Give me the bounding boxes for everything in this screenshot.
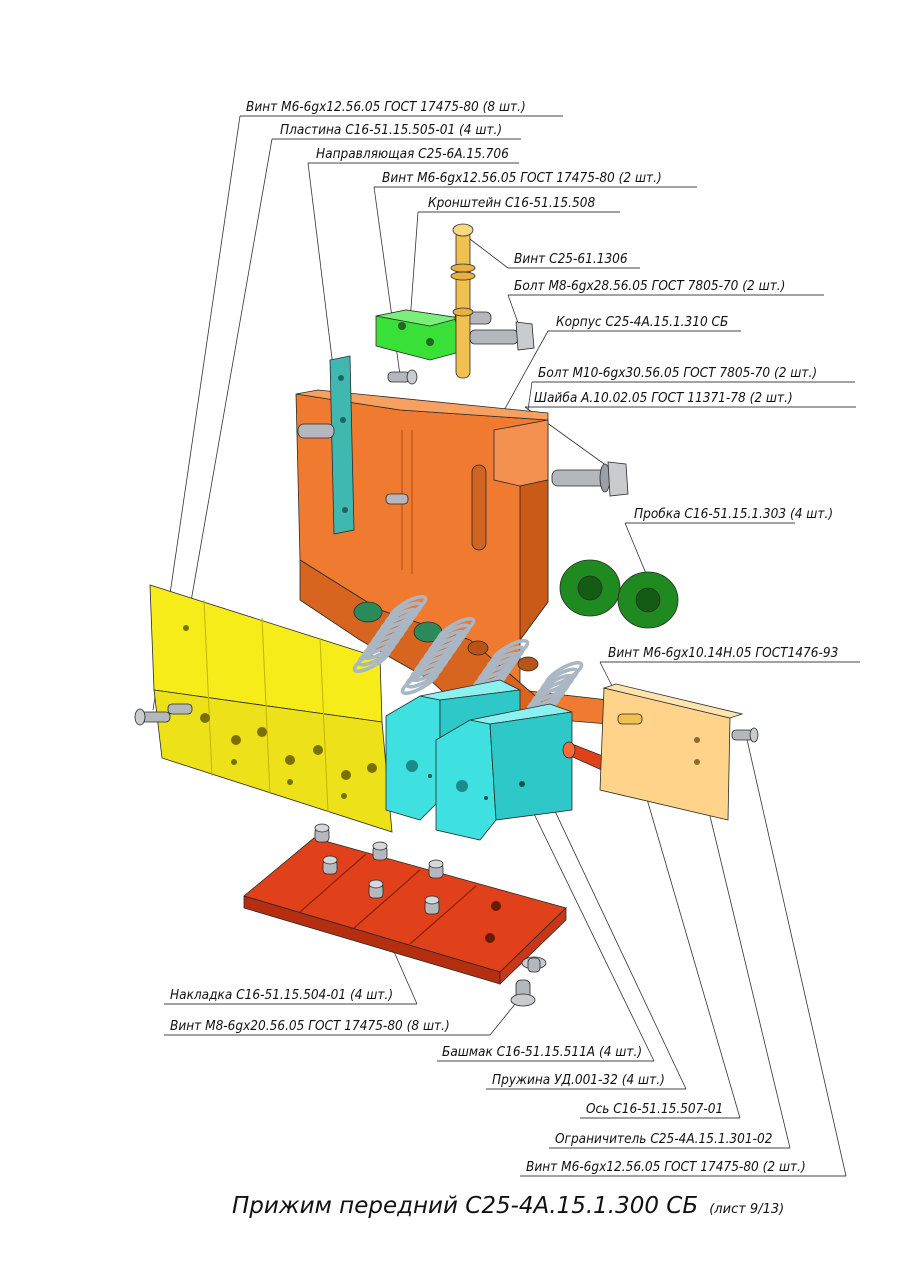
callout-vint-m6-8: Винт М6-6gx12.56.05 ГОСТ 17475-80 (8 шт.…: [246, 99, 526, 115]
callout-pruzhina: Пружина УД.001-32 (4 шт.): [492, 1072, 665, 1088]
screws-m8-on-pad: [314, 823, 444, 915]
screw-head: [368, 879, 384, 899]
callout-bolt-m10: Болт М10-6gx30.56.05 ГОСТ 7805-70 (2 шт.…: [538, 365, 818, 381]
callout-napravlyayushchaya: Направляющая С25-6А.15.706: [316, 146, 509, 162]
screw-head: [428, 859, 444, 879]
bolt-m8: [469, 321, 535, 351]
callout-kronshtein: Кронштейн С16-51.15.508: [428, 195, 596, 211]
spring: [352, 594, 428, 674]
small-screw-m6: [387, 369, 418, 385]
callout-bashmak: Башмак С16-51.15.511А (4 шт.): [442, 1044, 643, 1060]
screw-m8-loose: [510, 956, 547, 1007]
callout-probka: Пробка С16-51.15.1.303 (4 шт.): [634, 506, 834, 522]
callout-ogranichitel: Ограничитель С25-4А.15.1.301-02: [555, 1131, 773, 1147]
callout-vint-m6-2b: Винт М6-6gx12.56.05 ГОСТ 17475-80 (2 шт.…: [526, 1159, 806, 1175]
callout-nakladka: Накладка С16-51.15.504-01 (4 шт.): [170, 987, 394, 1003]
limiter-ogranichitel: [599, 683, 759, 821]
callout-vint-c25: Винт С25-61.1306: [514, 251, 628, 267]
sheet-number: (лист 9/13): [709, 1202, 785, 1217]
guide-napravlyayushchaya: [297, 355, 409, 535]
sheet-title-main: Прижим передний С25-4А.15.1.300 СБ: [232, 1193, 699, 1219]
callout-korpus: Корпус С25-4А.15.1.310 СБ: [556, 314, 729, 330]
plugs-probka: [559, 559, 679, 629]
callout-vint-m6-10: Винт М6-6gx10.14Н.05 ГОСТ1476-93: [608, 645, 839, 661]
callout-os: Ось С16-51.15.507-01: [586, 1101, 724, 1117]
bolt-m10: [551, 461, 629, 497]
spring: [400, 616, 476, 696]
callout-shaiba: Шайба А.10.02.05 ГОСТ 11371-78 (2 шт.): [534, 390, 793, 406]
pad-nakladka: [243, 837, 567, 985]
screw-head: [424, 895, 440, 915]
bracket-kronshtein: [375, 309, 492, 361]
screw-head: [322, 855, 338, 875]
callout-vint-m6-2a: Винт М6-6gx12.56.05 ГОСТ 17475-80 (2 шт.…: [382, 170, 662, 186]
callout-plastina: Пластина С16-51.15.505-01 (4 шт.): [280, 122, 503, 138]
shoes-bashmak: [385, 679, 573, 841]
plates-plastina: [134, 584, 393, 833]
screw-c25-vertical: [450, 223, 476, 379]
callout-vint-m8: Винт М8-6gx20.56.05 ГОСТ 17475-80 (8 шт.…: [170, 1018, 450, 1034]
callout-bolt-m8: Болт М8-6gx28.56.05 ГОСТ 7805-70 (2 шт.): [514, 278, 786, 294]
sheet-title: Прижим передний С25-4А.15.1.300 СБ (лист…: [232, 1193, 784, 1219]
screw-head: [314, 823, 330, 843]
screw-head: [372, 841, 388, 861]
